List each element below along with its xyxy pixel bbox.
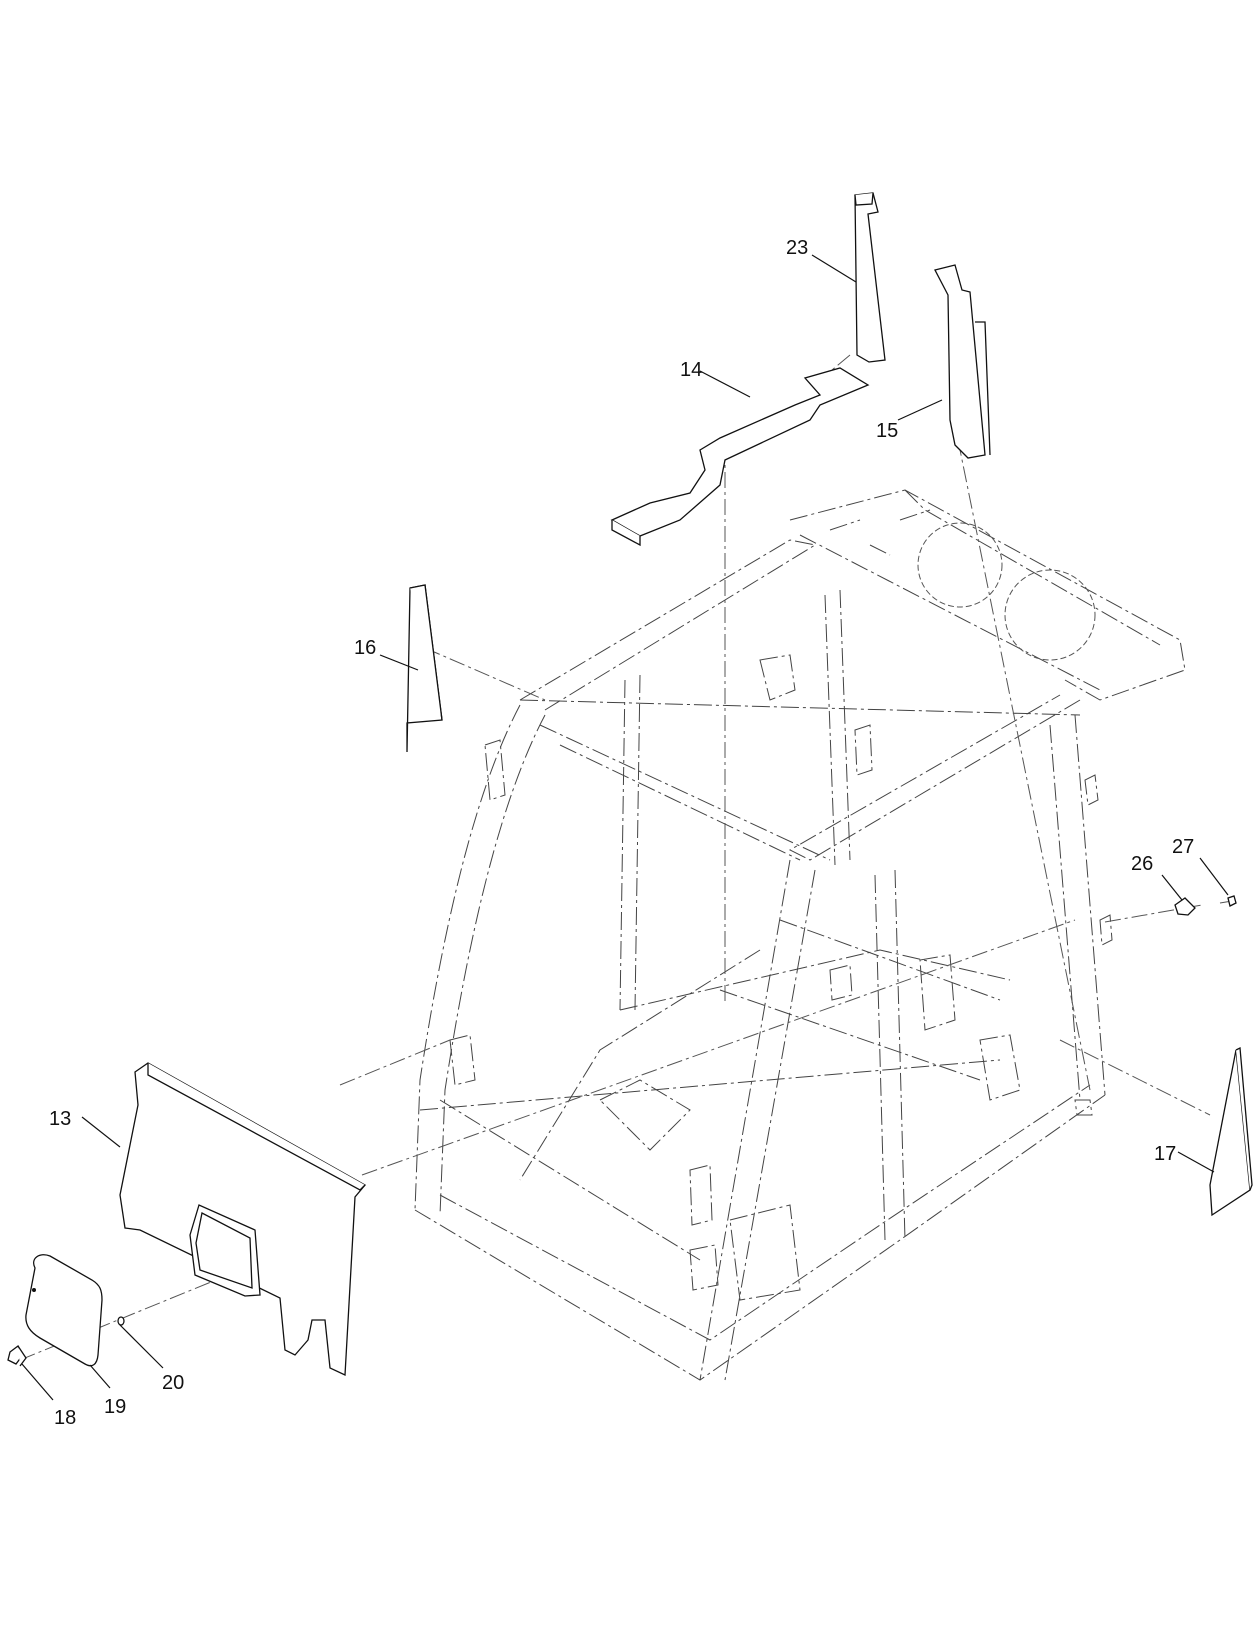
callout-20: 20	[162, 1372, 184, 1394]
leader-lines	[21, 254, 1229, 1401]
part-15-rear-post-cover[interactable]	[934, 264, 991, 459]
callout-26: 26	[1131, 853, 1153, 875]
callout-18: 19	[104, 1396, 126, 1418]
callout-labels: 23 14 15 16 17 13 20 19 18 26 27	[49, 237, 1194, 1429]
part-14-roof-cover[interactable]	[610, 367, 870, 547]
callout-17: 17	[1154, 1143, 1176, 1165]
part-13-rear-panel[interactable]	[119, 1062, 366, 1376]
callout-13: 13	[49, 1108, 71, 1130]
callout-27: 27	[1172, 836, 1194, 858]
part-19-knob[interactable]	[7, 1344, 27, 1367]
callout-23: 23	[786, 237, 808, 259]
callout-19: 18	[54, 1407, 76, 1429]
part-26-latch[interactable]	[1174, 897, 1196, 916]
part-23-rear-post-cover[interactable]	[854, 192, 886, 363]
part-27-screw[interactable]	[1227, 895, 1237, 907]
cab-frame-phantom	[414, 489, 1186, 1381]
part-18-access-cover[interactable]	[25, 1254, 103, 1367]
part-17-side-panel[interactable]	[1209, 1046, 1253, 1217]
callout-14: 14	[680, 359, 702, 381]
callout-15: 15	[876, 420, 898, 442]
part-16-side-panel[interactable]	[406, 584, 443, 753]
part-20-washer[interactable]	[117, 1316, 125, 1326]
callout-16: 16	[354, 637, 376, 659]
